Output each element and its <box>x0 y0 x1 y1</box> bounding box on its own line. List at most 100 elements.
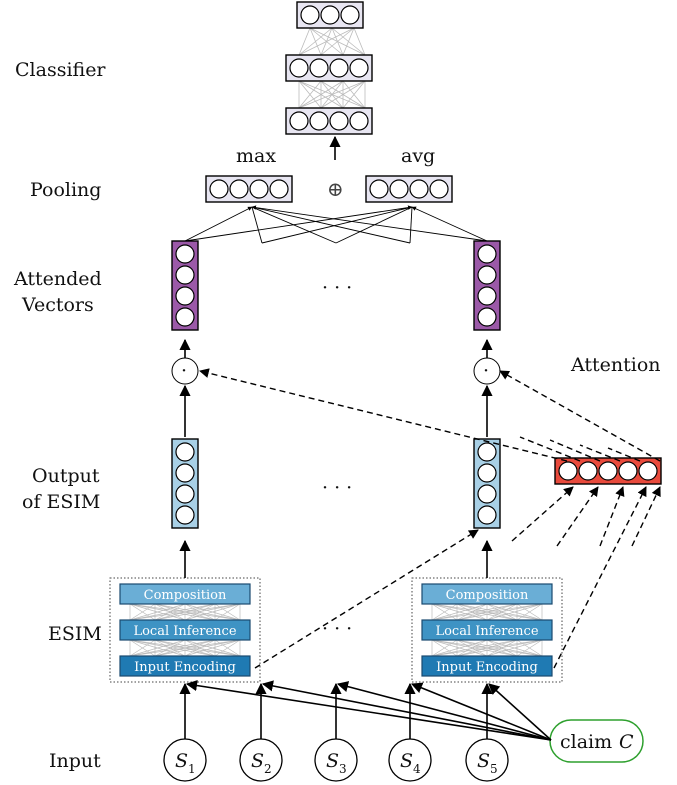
encoding-to-attention-arrows <box>254 486 661 669</box>
pooling-max-label: max <box>236 145 276 167</box>
svg-text:·: · <box>483 360 489 382</box>
esim-layer-input-encoding <box>119 655 251 677</box>
neuron <box>175 244 195 264</box>
neuron <box>329 111 349 131</box>
neuron <box>477 307 497 327</box>
esim-output-vector-right <box>473 438 501 529</box>
ellipsis-attended: · · · <box>322 277 352 299</box>
classifier-layer-input <box>285 107 373 135</box>
claim-node: claim C <box>549 719 644 763</box>
classifier-layer-output <box>296 1 364 29</box>
neuron <box>477 463 497 483</box>
neuron <box>477 244 497 264</box>
classifier-network <box>285 1 373 135</box>
neuron <box>477 442 497 462</box>
svg-text:4: 4 <box>413 762 421 776</box>
claim-variable: C <box>619 731 634 753</box>
label-pooling: Pooling <box>30 179 101 201</box>
esim-layer-local-inference <box>119 619 251 641</box>
svg-text:1: 1 <box>188 762 196 776</box>
pooling-max-vector <box>205 175 293 203</box>
neuron <box>175 463 195 483</box>
esim-layer-local-inference <box>421 619 553 641</box>
dot-product-left: · <box>171 357 199 385</box>
neuron <box>409 179 429 199</box>
concat-operator: ⊕ <box>327 177 344 201</box>
label-attended-line2: Vectors <box>21 294 94 316</box>
classifier-connections <box>298 27 366 109</box>
svg-text:3: 3 <box>339 762 347 776</box>
svg-text:S: S <box>477 750 490 772</box>
ellipsis-esim: · · · <box>322 618 352 640</box>
claim-border <box>549 719 644 763</box>
pooling-avg-vector <box>365 175 453 203</box>
label-classifier: Classifier <box>15 59 106 81</box>
svg-text:2: 2 <box>264 762 272 776</box>
svg-text:·: · <box>181 360 187 382</box>
neuron <box>289 111 309 131</box>
esim-layer-label: Input Encoding <box>134 660 236 675</box>
neuron <box>175 484 195 504</box>
neuron <box>175 307 195 327</box>
attended-vector-right <box>473 240 501 331</box>
neuron <box>618 461 638 481</box>
neuron <box>320 5 340 25</box>
neuron <box>558 461 578 481</box>
esim-layer-composition <box>421 583 553 605</box>
svg-text:5: 5 <box>490 762 498 776</box>
neuron <box>229 179 249 199</box>
svg-text:S: S <box>326 750 339 772</box>
classifier-layer-hidden <box>285 54 373 82</box>
esim-layer-label: Local Inference <box>435 624 538 639</box>
dot-product-right: · <box>473 357 501 385</box>
neuron <box>477 484 497 504</box>
esim-layer-label: Input Encoding <box>436 660 538 675</box>
neuron <box>340 5 360 25</box>
esim-layer-label: Composition <box>144 588 227 603</box>
ellipsis-output: · · · <box>322 477 352 499</box>
neuron <box>300 5 320 25</box>
attention-arrows <box>199 368 661 462</box>
svg-text:S: S <box>175 750 188 772</box>
neuron <box>175 505 195 525</box>
esim-output-vector-left <box>171 438 199 529</box>
neuron <box>269 179 289 199</box>
claim-text: claim <box>560 731 612 753</box>
neuron <box>638 461 658 481</box>
neuron <box>389 179 409 199</box>
neuron <box>329 58 349 78</box>
neuron <box>369 179 389 199</box>
label-esim: ESIM <box>48 623 102 645</box>
label-output-line2: of ESIM <box>22 491 100 513</box>
neuron <box>209 179 229 199</box>
neuron <box>175 442 195 462</box>
svg-text:S: S <box>251 750 264 772</box>
neuron <box>175 286 195 306</box>
neuron <box>429 179 449 199</box>
neuron <box>175 265 195 285</box>
label-attention: Attention <box>570 354 661 376</box>
neuron <box>249 179 269 199</box>
esim-layer-input-encoding <box>421 655 553 677</box>
neuron <box>578 461 598 481</box>
neuron <box>477 505 497 525</box>
label-attended-line1: Attended <box>13 268 102 290</box>
svg-text:S: S <box>400 750 413 772</box>
neuron <box>309 58 329 78</box>
neuron <box>309 111 329 131</box>
neuron <box>289 58 309 78</box>
attended-vector-left <box>171 240 199 331</box>
input-arrows <box>179 679 552 741</box>
neuron <box>598 461 618 481</box>
neuron <box>477 265 497 285</box>
attention-vector <box>554 457 662 485</box>
